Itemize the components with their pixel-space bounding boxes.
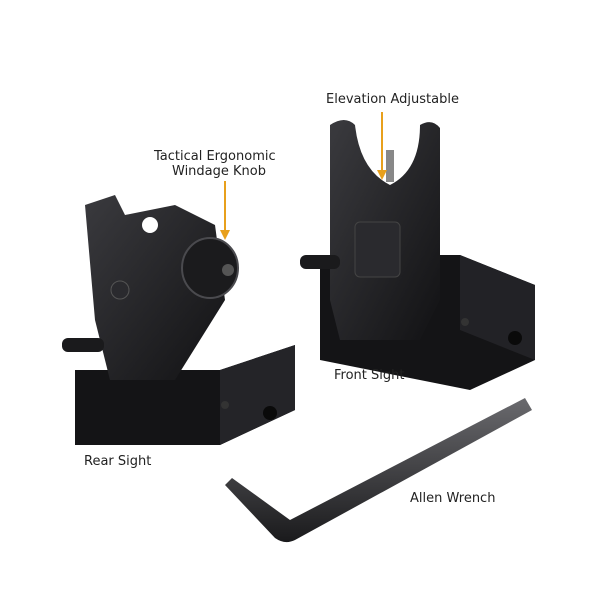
windage-knob-label-line2: Windage Knob <box>172 164 266 179</box>
windage-knob-label-line1: Tactical Ergonomic <box>154 149 276 164</box>
allen-wrench-label: Allen Wrench <box>410 491 496 506</box>
elevation-arrow <box>377 112 387 180</box>
elevation-adjustable-label: Elevation Adjustable <box>326 92 459 107</box>
allen-wrench <box>225 398 532 543</box>
front-sight <box>300 120 535 390</box>
front-sight-label: Front Sight <box>334 368 405 383</box>
windage-arrow <box>220 181 230 240</box>
rear-sight-label: Rear Sight <box>84 454 152 469</box>
rear-sight <box>62 195 295 445</box>
